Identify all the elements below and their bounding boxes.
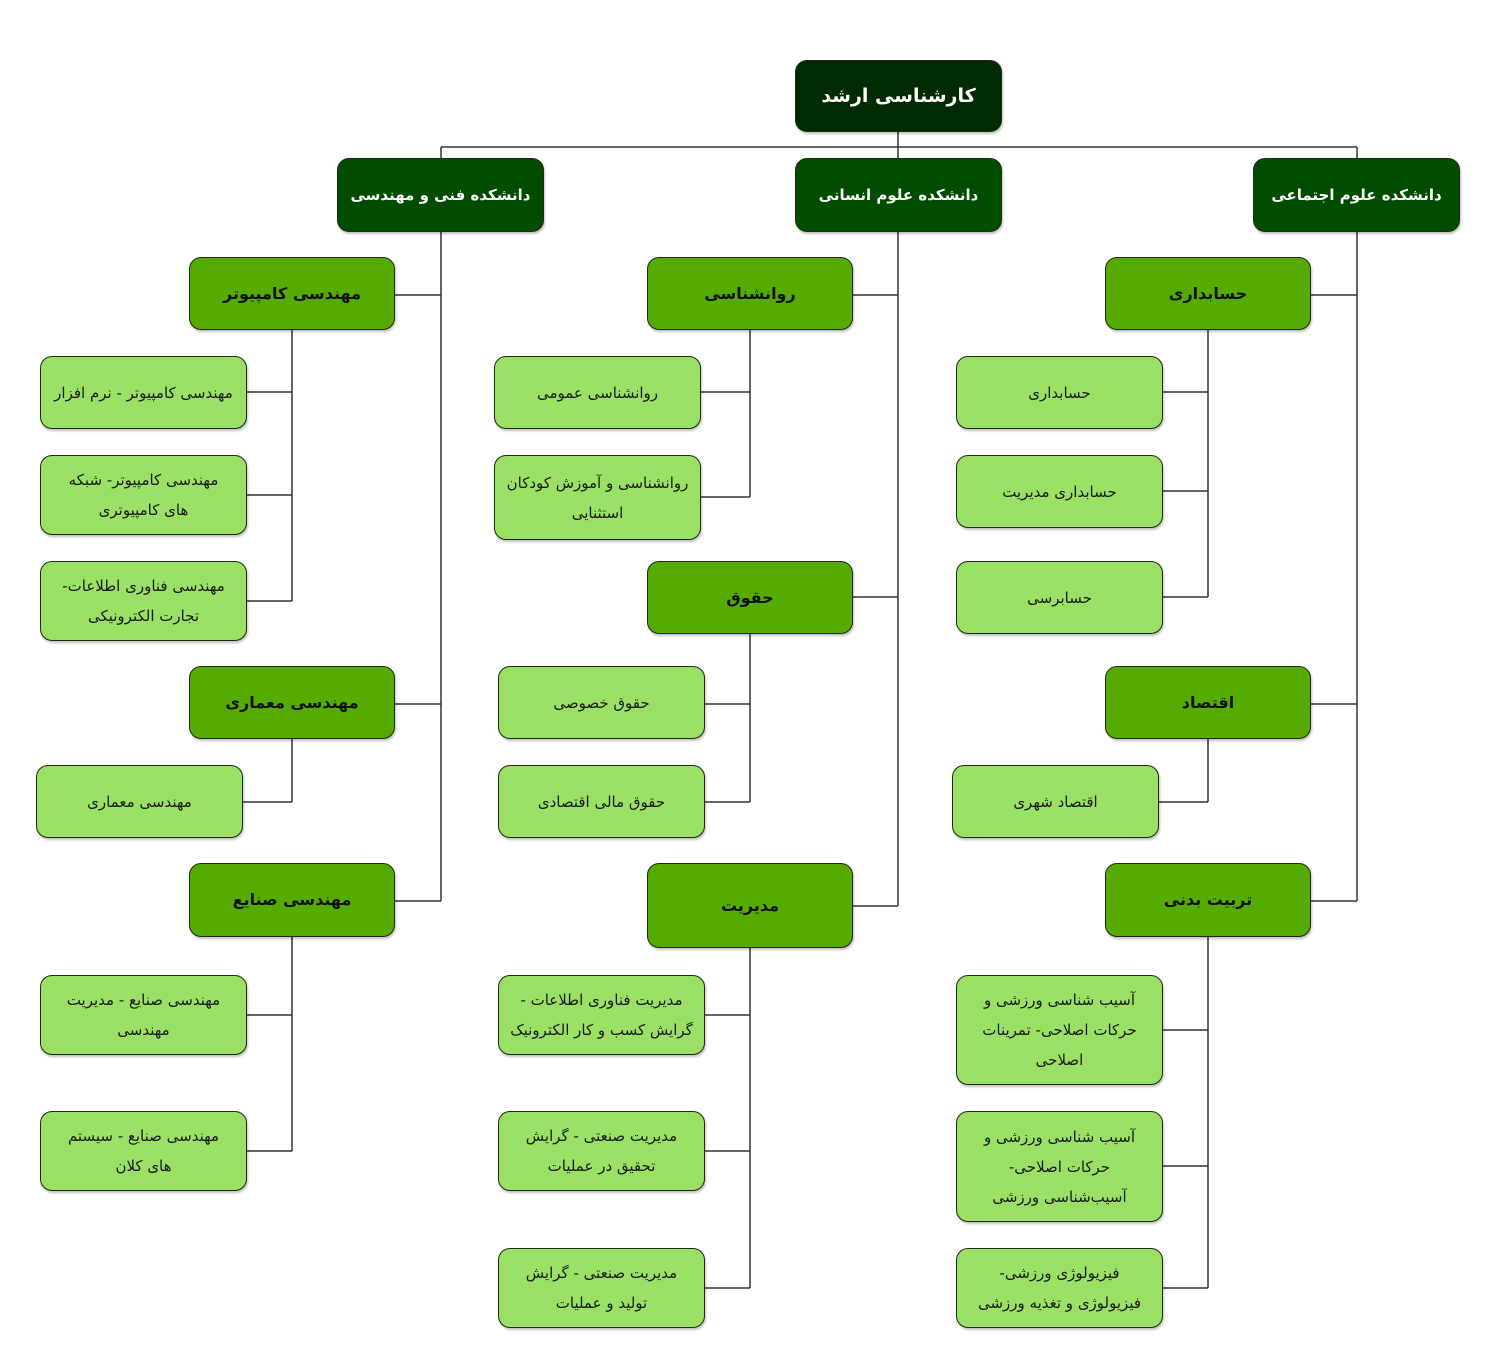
department-psychology[interactable]: روانشناسی: [647, 257, 853, 330]
program-label: اقتصاد شهری: [1013, 792, 1098, 811]
program-label: حسابداری مدیریت: [1002, 482, 1117, 501]
program-label: مدیریت صنعتی - گرایش تحقیق در عملیات: [525, 1127, 678, 1175]
department-label: روانشناسی: [704, 283, 796, 303]
faculty-humanities[interactable]: دانشکده علوم انسانی: [795, 158, 1002, 232]
program-label: روانشناسی و آموزش کودکان استثنایی: [506, 473, 689, 522]
program-item[interactable]: آسیب شناسی ورزشی و حرکات اصلاحی- تمرینات…: [956, 975, 1163, 1085]
program-item[interactable]: حسابرسی: [956, 561, 1163, 634]
program-item[interactable]: مدیریت صنعتی - گرایش تحقیق در عملیات: [498, 1111, 705, 1191]
program-label: روانشناسی عمومی: [536, 383, 659, 402]
program-item[interactable]: حقوق خصوصی: [498, 666, 705, 739]
program-label: مهندسی صنایع - مدیریت مهندسی: [66, 991, 221, 1039]
department-industrial-engineering[interactable]: مهندسی صنایع: [189, 863, 395, 937]
program-label: حقوق خصوصی: [553, 693, 650, 712]
program-label: فیزیولوژی ورزشی- فیزیولوژی و تغذیه ورزشی: [977, 1264, 1142, 1312]
department-law[interactable]: حقوق: [647, 561, 853, 634]
program-label: مدیریت صنعتی - گرایش تولید و عملیات: [525, 1264, 678, 1312]
program-item[interactable]: مدیریت فناوری اطلاعات - گرایش کسب و کار …: [498, 975, 705, 1055]
program-item[interactable]: مهندسی فناوری اطلاعات- تجارت الکترونیکی: [40, 561, 247, 641]
program-label: مهندسی معماری: [87, 792, 192, 811]
program-item[interactable]: فیزیولوژی ورزشی- فیزیولوژی و تغذیه ورزشی: [956, 1248, 1163, 1328]
program-label: آسیب شناسی ورزشی و حرکات اصلاحی- تمرینات…: [982, 991, 1137, 1069]
program-item[interactable]: روانشناسی و آموزش کودکان استثنایی: [494, 455, 701, 540]
program-item[interactable]: آسیب شناسی ورزشی و حرکات اصلاحی- آسیب‌شن…: [956, 1111, 1163, 1222]
program-label: مهندسی کامپیوتر- شبکه های کامپیوتری: [68, 471, 219, 519]
program-label: مهندسی فناوری اطلاعات- تجارت الکترونیکی: [62, 577, 225, 625]
program-item[interactable]: مهندسی کامپیوتر - نرم افزار: [40, 356, 247, 429]
program-item[interactable]: اقتصاد شهری: [952, 765, 1159, 838]
faculty-social-sciences[interactable]: دانشکده علوم اجتماعی: [1253, 158, 1460, 232]
root-node[interactable]: کارشناسی ارشد: [795, 60, 1002, 132]
department-label: حقوق: [726, 587, 774, 607]
program-label: حسابرسی: [1027, 588, 1092, 607]
faculty-label: دانشکده علوم انسانی: [818, 186, 979, 204]
program-item[interactable]: مهندسی صنایع - سیستم های کلان: [40, 1111, 247, 1191]
department-label: مهندسی صنایع: [232, 890, 352, 909]
faculty-label: دانشکده علوم اجتماعی: [1271, 186, 1442, 204]
program-label: مدیریت فناوری اطلاعات - گرایش کسب و کار …: [510, 991, 693, 1039]
program-item[interactable]: حقوق مالی اقتصادی: [498, 765, 705, 838]
root-label: کارشناسی ارشد: [821, 85, 976, 107]
faculty-label: دانشکده فنی و مهندسی: [350, 186, 531, 204]
department-physical-education[interactable]: تربیت بدنی: [1105, 863, 1311, 937]
department-management[interactable]: مدیریت: [647, 863, 853, 948]
program-item[interactable]: مهندسی معماری: [36, 765, 243, 838]
department-label: مدیریت: [720, 895, 780, 915]
department-computer-engineering[interactable]: مهندسی کامپیوتر: [189, 257, 395, 330]
department-accounting[interactable]: حسابداری: [1105, 257, 1311, 330]
program-label: حسابداری: [1028, 383, 1091, 402]
program-label: مهندسی کامپیوتر - نرم افزار: [54, 383, 233, 402]
program-label: مهندسی صنایع - سیستم های کلان: [67, 1127, 220, 1175]
program-item[interactable]: حسابداری: [956, 356, 1163, 429]
program-label: آسیب شناسی ورزشی و حرکات اصلاحی- آسیب‌شن…: [983, 1127, 1136, 1206]
department-label: تربیت بدنی: [1163, 890, 1253, 909]
program-item[interactable]: روانشناسی عمومی: [494, 356, 701, 429]
department-label: اقتصاد: [1181, 692, 1235, 712]
department-architecture[interactable]: مهندسی معماری: [189, 666, 395, 739]
program-item[interactable]: مهندسی صنایع - مدیریت مهندسی: [40, 975, 247, 1055]
program-item[interactable]: مهندسی کامپیوتر- شبکه های کامپیوتری: [40, 455, 247, 535]
department-label: مهندسی معماری: [225, 692, 359, 712]
department-label: مهندسی کامپیوتر: [223, 283, 362, 303]
program-item[interactable]: مدیریت صنعتی - گرایش تولید و عملیات: [498, 1248, 705, 1328]
department-economics[interactable]: اقتصاد: [1105, 666, 1311, 739]
department-label: حسابداری: [1168, 283, 1248, 303]
program-label: حقوق مالی اقتصادی: [537, 792, 666, 811]
program-item[interactable]: حسابداری مدیریت: [956, 455, 1163, 528]
faculty-engineering[interactable]: دانشکده فنی و مهندسی: [337, 158, 544, 232]
